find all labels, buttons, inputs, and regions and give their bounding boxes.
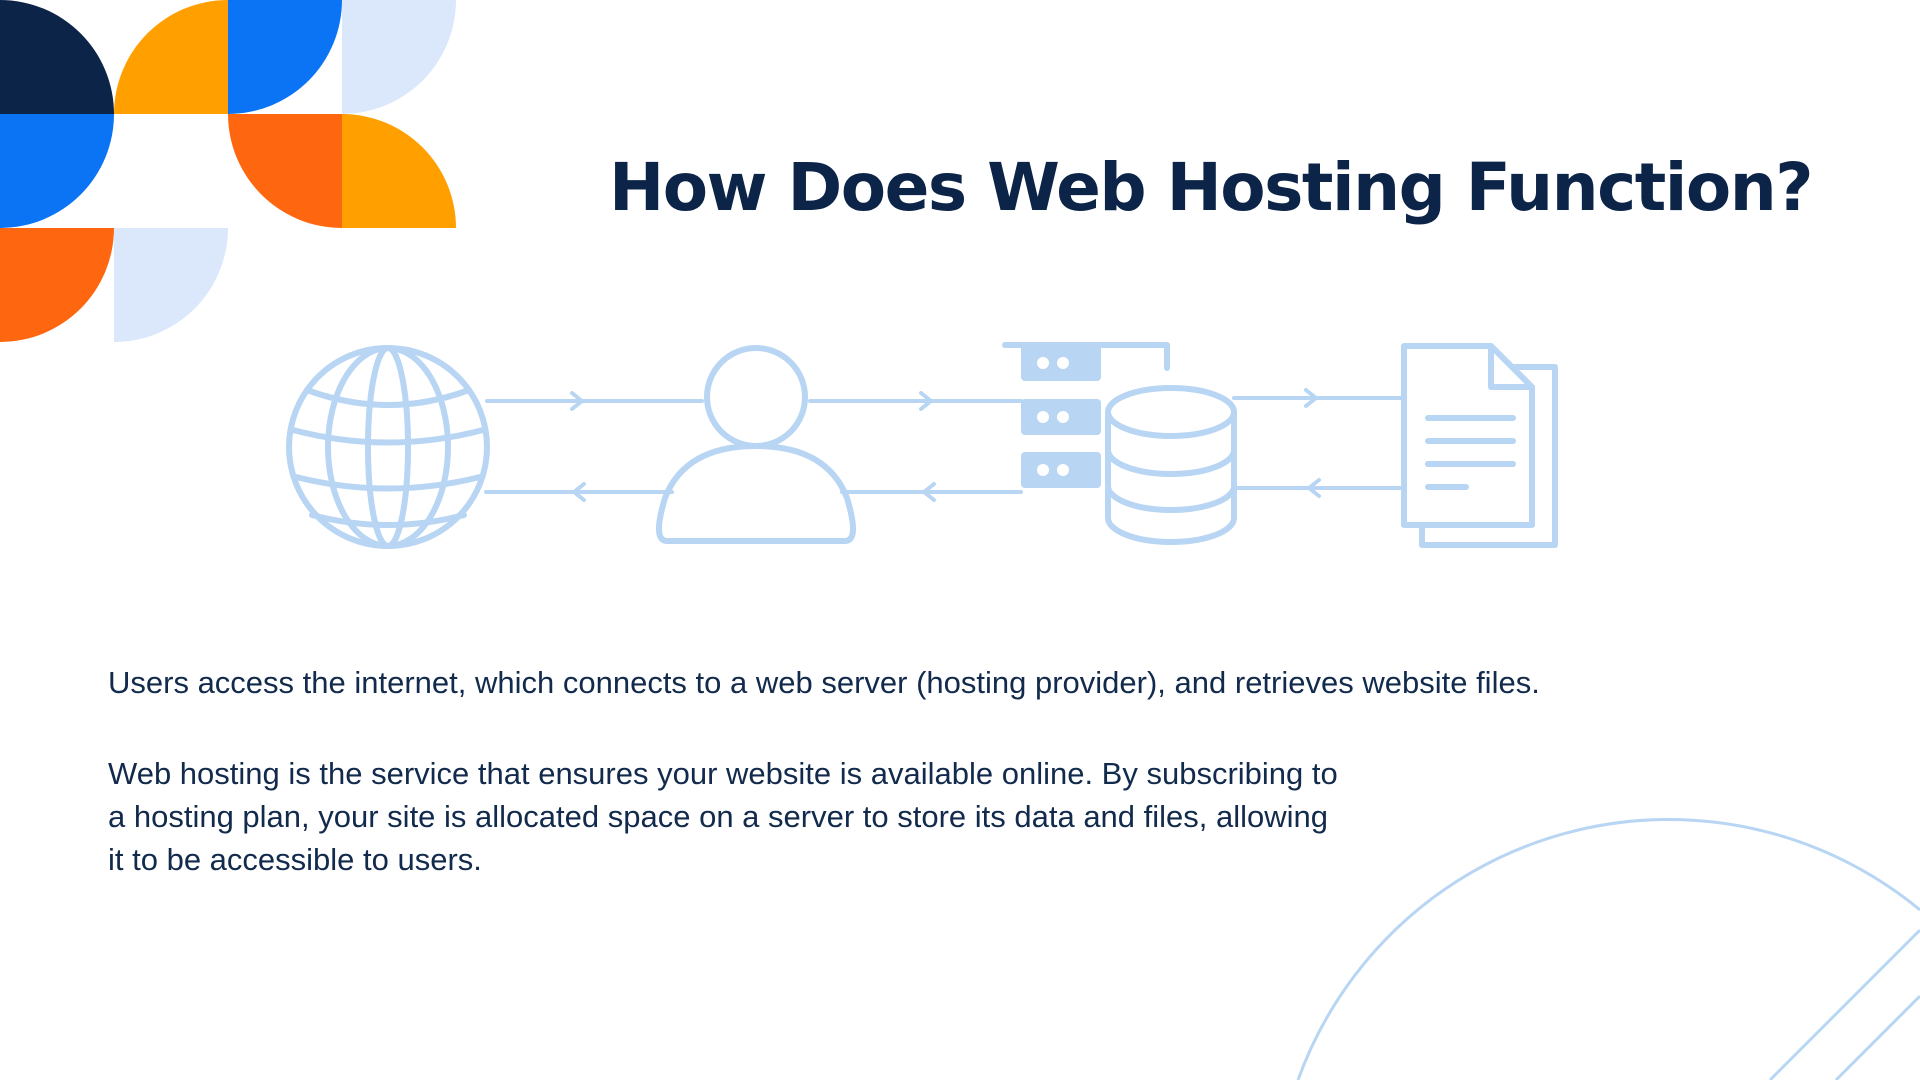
documents-icon (1401, 343, 1558, 548)
deco-quarter-blue (228, 0, 342, 114)
decorative-shape-pattern (0, 0, 456, 342)
deco-quarter-navy (0, 0, 114, 114)
server-database-icon (1002, 342, 1237, 545)
deco-quarter-orange (342, 114, 456, 228)
decorative-circle-lines (1296, 818, 1920, 1080)
deco-quarter-orange (114, 0, 228, 114)
deco-quarter-pale (114, 228, 228, 342)
user-icon (656, 345, 856, 544)
forward-connectors (485, 388, 1406, 411)
intro-paragraph: Users access the internet, which connect… (108, 665, 1540, 700)
page-title: How Does Web Hosting Function? (608, 149, 1814, 226)
return-connectors (484, 478, 1406, 502)
hosting-flow-diagram (286, 342, 1558, 549)
deco-quarter-pale (342, 0, 456, 114)
deco-quarter-red (0, 228, 114, 342)
deco-quarter-red (228, 114, 342, 228)
description-paragraph: Web hosting is the service that ensures … (108, 756, 1338, 877)
deco-quarter-blue (0, 114, 114, 228)
globe-icon (286, 345, 490, 549)
